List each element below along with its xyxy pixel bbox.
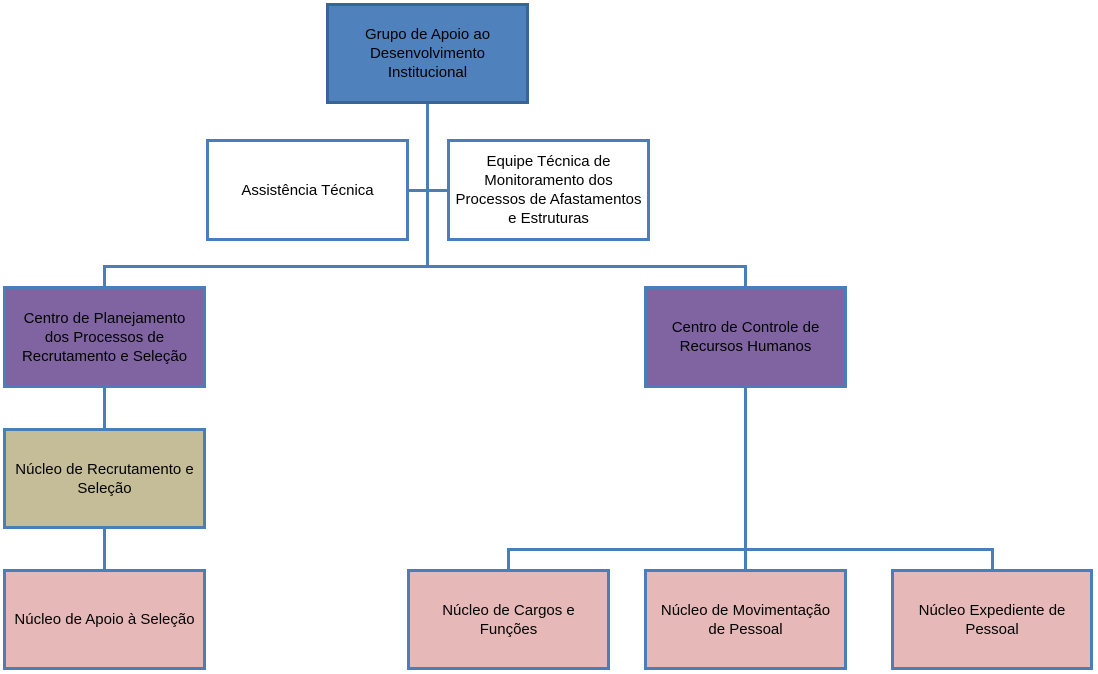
org-node-selection-support: Núcleo de Apoio à Seleção bbox=[3, 569, 206, 670]
connector-centers-bar bbox=[103, 265, 747, 268]
connector-left-center-drop bbox=[103, 265, 106, 288]
org-node-staff-monitoring-label: Equipe Técnica de Monitoramento dos Proc… bbox=[455, 153, 642, 227]
org-node-recruitment-nucleus-label: Núcleo de Recrutamento e Seleção bbox=[15, 460, 194, 497]
org-node-unit-positions-label: Núcleo de Cargos e Funções bbox=[442, 601, 575, 638]
connector-root-trunk bbox=[426, 104, 429, 268]
org-node-unit-movement-label: Núcleo de Movimentação de Pessoal bbox=[660, 601, 831, 638]
org-node-center-hr-control: Centro de Controle de Recursos Humanos bbox=[644, 286, 847, 388]
connector-unit-3-drop bbox=[991, 548, 994, 571]
org-node-center-planning: Centro de Planejamento dos Processos de … bbox=[3, 286, 206, 388]
org-node-unit-records-label: Núcleo Expediente de Pessoal bbox=[918, 601, 1066, 638]
connector-left-center-to-nucleus bbox=[103, 387, 106, 430]
org-node-root: Grupo de Apoio ao Desenvolvimento Instit… bbox=[326, 3, 529, 104]
connector-right-center-trunk bbox=[744, 387, 747, 571]
org-node-root-label: Grupo de Apoio ao Desenvolvimento Instit… bbox=[364, 26, 491, 81]
org-node-unit-records: Núcleo Expediente de Pessoal bbox=[891, 569, 1093, 670]
org-node-selection-support-label: Núcleo de Apoio à Seleção bbox=[14, 611, 195, 628]
org-node-staff-assistance: Assistência Técnica bbox=[206, 139, 409, 241]
connector-right-center-drop bbox=[744, 265, 747, 288]
connector-nucleus-to-sub-unit bbox=[103, 528, 106, 571]
org-node-unit-positions: Núcleo de Cargos e Funções bbox=[407, 569, 610, 670]
org-node-staff-monitoring: Equipe Técnica de Monitoramento dos Proc… bbox=[447, 139, 650, 241]
connector-units-bar bbox=[507, 548, 994, 551]
connector-staff-bar bbox=[407, 189, 449, 192]
connector-unit-1-drop bbox=[507, 548, 510, 571]
org-node-center-hr-control-label: Centro de Controle de Recursos Humanos bbox=[671, 319, 820, 355]
org-node-recruitment-nucleus: Núcleo de Recrutamento e Seleção bbox=[3, 428, 206, 529]
org-node-staff-assistance-label: Assistência Técnica bbox=[241, 181, 374, 199]
org-node-center-planning-label: Centro de Planejamento dos Processos de … bbox=[21, 309, 188, 365]
org-node-unit-movement: Núcleo de Movimentação de Pessoal bbox=[644, 569, 847, 670]
